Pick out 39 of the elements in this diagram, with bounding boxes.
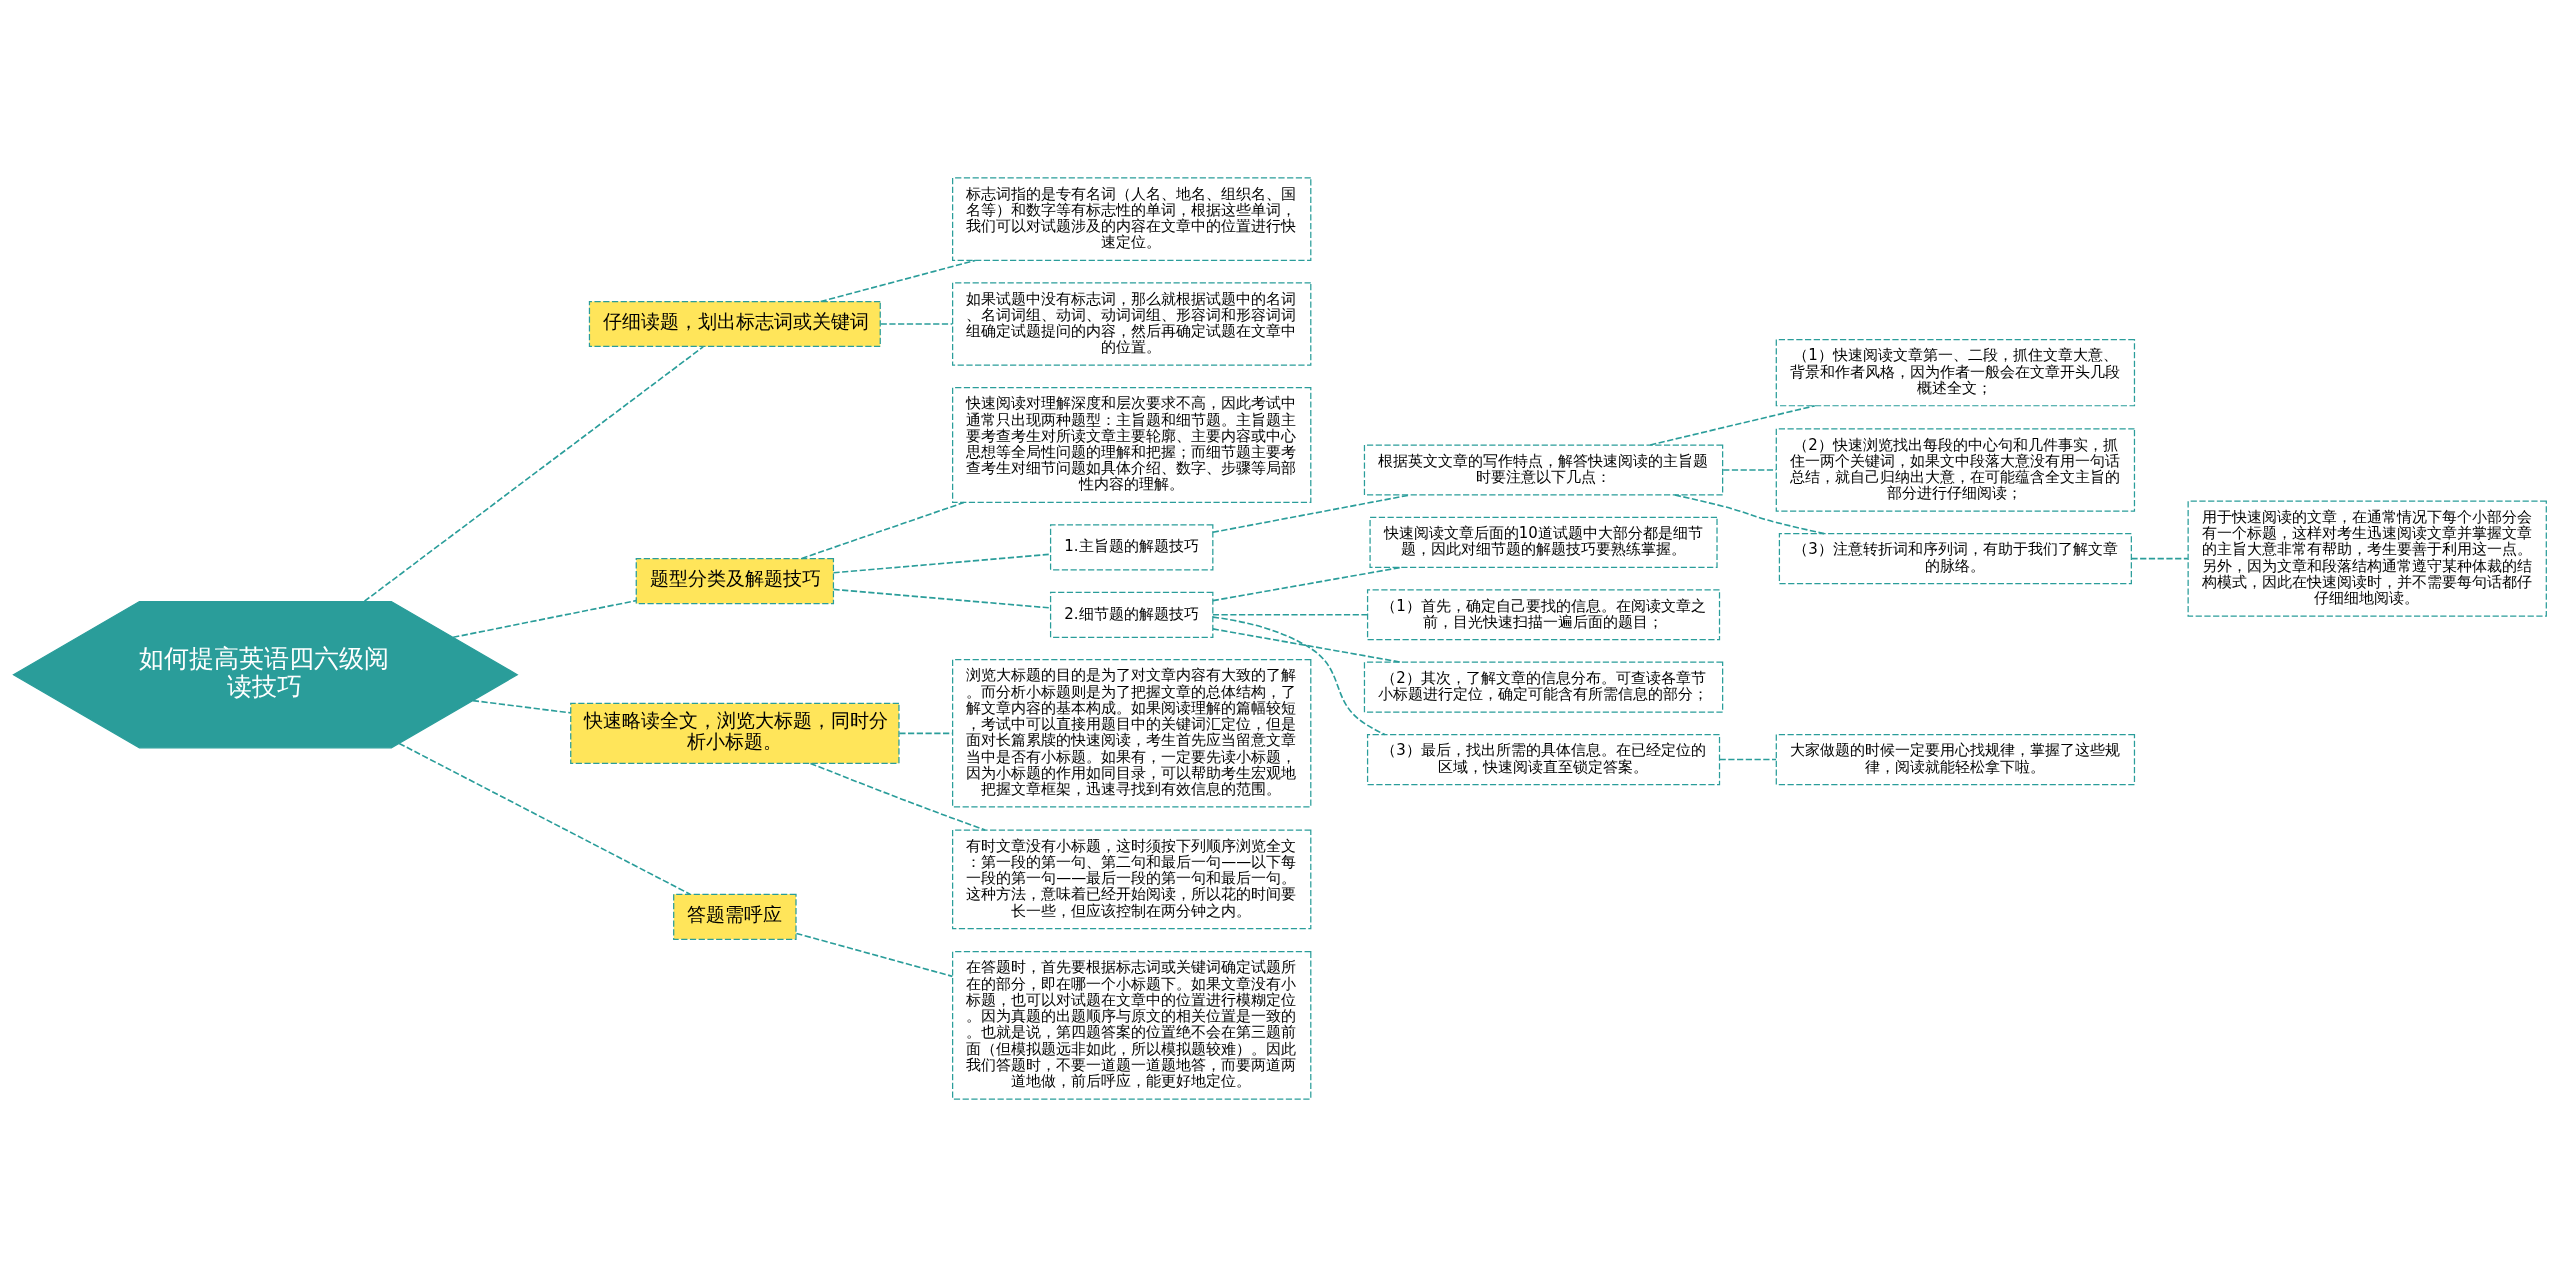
node-box: （1）快速阅读文章第一、二段，抓住文章大意、背景和作者风格，因为作者一般会在文章开头几段概述全文； — [1775, 339, 2136, 407]
node-box: 快速阅读文章后面的10道试题中大部分都是细节题，因此对细节题的解题技巧要熟练掌握。 — [1369, 516, 1718, 568]
node-box: 仔细读题，划出标志词或关键词 — [588, 300, 881, 348]
node-box: 题型分类及解题技巧 — [635, 558, 835, 605]
node-box: 如果试题中没有标志词，那么就根据试题中的名词、名词词组、动词、动词词组、形容词和形容词词组确定试题提问的内容，然后再确定试题在文章中的位置。 — [952, 282, 1312, 366]
connector — [795, 932, 954, 978]
node-box: （1）首先，确定自己要找的信息。在阅读文章之前，目光快速扫描一遍后面的题目； — [1366, 589, 1721, 641]
node-box: 快速略读全文，浏览大标题，同时分析小标题。 — [570, 702, 900, 764]
connector — [398, 742, 691, 895]
node-box: 浏览大标题的目的是为了对文章内容有大致的了解。而分析小标题则是为了把握文章的总体结构，了解文章内容的基本构成。如果阅读理解的篇幅较短，考试中可以直接用题目中的关键词汇定位，但是面对长篇累牍的快速阅读，考生首先应当留意文章当中是否有小标题。如果有，一定要先读小标题，因为小标题的作用如同目录，可以帮助考生宏观地把握文章框架，迅速寻找到有效信息的范围。 — [952, 659, 1312, 808]
connector — [800, 501, 965, 560]
connector — [879, 323, 954, 325]
connector — [1212, 616, 1386, 736]
node-box: 2.细节题的解题技巧 — [1049, 591, 1214, 638]
connector — [809, 762, 986, 831]
node-box: 在答题时，首先要根据标志词或关键词确定试题所在的部分，即在哪一个小标题下。如果文章没有小标题，也可以对试题在文章中的位置进行模糊定位。因为真题的出题顺序与原文的相关位置是一致的。也就是说，第四题答案的位置绝不会在第三题前面（但模拟题远非如此，所以模拟题较难）。因此我们答题时，不要一道题一道题地答，而要两道两道地做，前后呼应，能更好地定位。 — [952, 951, 1312, 1100]
node-box: （3）最后，找出所需的具体信息。在已经定位的区域，快速阅读直至锁定答案。 — [1366, 733, 1721, 786]
node-box: （3）注意转折词和序列词，有助于我们了解文章的脉络。 — [1778, 533, 2132, 585]
connector — [819, 259, 976, 303]
node-box: 大家做题的时候一定要用心找规律，掌握了这些规律，阅读就能轻松拿下啦。 — [1775, 733, 2136, 786]
connector — [363, 346, 704, 602]
node-box: 用于快速阅读的文章，在通常情况下每个小部分会有一个标题，这样对考生迅速阅读文章并掌握文章的主旨大意非常有帮助，考生要善于利用这一点。另外，因为文章和段落结构通常遵守某种体裁的结构模式，因此在快速阅读时，并不需要每句话都仔仔细细地阅读。 — [2187, 500, 2547, 617]
connector — [1212, 628, 1402, 663]
node-box: 有时文章没有小标题，这时须按下列顺序浏览全文：第一段的第一句、第二句和最后一句——以下每一段的第一句——最后一段的第一句和最后一句。这种方法，意味着已经开始阅读，所以花的时间要长一些，但应该控制在两分钟之内。 — [952, 829, 1312, 930]
connector — [1212, 614, 1369, 616]
connector — [472, 699, 572, 714]
node-box: （2）快速浏览找出每段的中心句和几件事实，抓住一两个关键词，如果文中段落大意没有用一句话总结，就自己归纳出大意，在可能蕴含全文主旨的部分进行仔细阅读； — [1775, 428, 2136, 512]
node-box: 1.主旨题的解题技巧 — [1049, 524, 1214, 571]
connector — [2130, 557, 2189, 560]
node-box: 答题需呼应 — [673, 893, 797, 940]
connector — [452, 599, 637, 639]
node-box: 标志词指的是专有名词（人名、地名、组织名、国名等）和数字等有标志性的单词，根据这些单词，我们可以对试题涉及的内容在文章中的位置进行快速定位。 — [952, 177, 1312, 261]
connector — [832, 553, 1052, 574]
node-box: （2）其次，了解文章的信息分布。可查读各章节小标题进行定位，确定可能含有所需信息的部分； — [1363, 661, 1724, 713]
connector — [832, 588, 1052, 609]
connector — [1212, 566, 1402, 602]
node-box: 根据英文文章的写作特点，解答快速阅读的主旨题时要注意以下几点： — [1363, 444, 1724, 496]
node-box: 快速阅读对理解深度和层次要求不高，因此考试中通常只出现两种题型：主旨题和细节题。主旨题主要考查考生对所读文章主要轮廓、主要内容或中心思想等全局性问题的理解和把握；而细节题主要考查考生对细节问题如具体介绍、数字、步骤等局部性内容的理解。 — [952, 387, 1312, 504]
connector — [1718, 758, 1777, 761]
